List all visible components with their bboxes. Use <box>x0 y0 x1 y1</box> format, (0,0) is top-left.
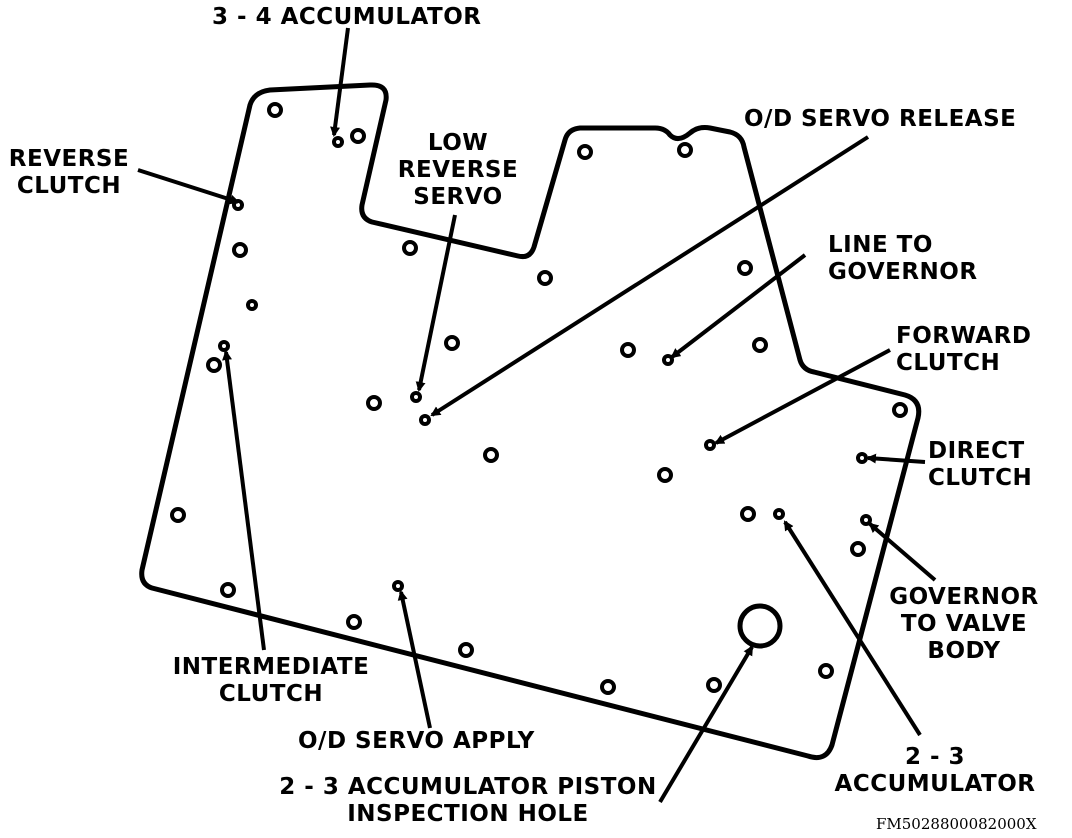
hole <box>206 357 222 373</box>
figure-code: FM5028800082000X <box>876 815 1037 833</box>
label-governor-to-valve-body: GOVERNOR TO VALVE BODY <box>878 584 1050 665</box>
label-line: CLUTCH <box>16 173 122 199</box>
label-accumulator-piston-inspection-hole: 2 - 3 ACCUMULATOR PISTON INSPECTION HOLE <box>262 774 674 828</box>
label-3-4-accumulator: 3 - 4 ACCUMULATOR <box>212 4 482 30</box>
label-line: REVERSE <box>397 157 519 183</box>
label-line-to-governor: LINE TO GOVERNOR <box>828 232 978 286</box>
hole <box>577 144 593 160</box>
label-line: 2 - 3 <box>904 744 966 770</box>
hole <box>657 467 673 483</box>
arrow-line-gov <box>670 253 807 359</box>
hole <box>444 335 460 351</box>
label-line: CLUTCH <box>218 681 324 707</box>
label-direct-clutch: DIRECT CLUTCH <box>928 438 1032 492</box>
arrow-direct <box>866 453 926 464</box>
label-line: 2 - 3 ACCUMULATOR PISTON <box>279 774 657 800</box>
hole <box>419 414 431 426</box>
plate-outline <box>139 82 922 761</box>
arrow-forward <box>714 348 891 445</box>
inspection-hole <box>737 603 783 649</box>
hole <box>220 582 236 598</box>
hole <box>537 270 553 286</box>
arrow-intermediate <box>222 350 266 651</box>
hole <box>350 128 366 144</box>
arrow-acc23 <box>783 520 922 737</box>
hole <box>346 614 362 630</box>
label-line: ACCUMULATOR <box>834 771 1036 797</box>
hole <box>267 102 283 118</box>
label-line: SERVO <box>413 184 503 210</box>
label-line: FORWARD <box>896 323 1032 349</box>
hole <box>892 402 908 418</box>
arrow-low-reverse <box>415 214 457 392</box>
hole <box>332 136 344 148</box>
hole <box>246 299 258 311</box>
hole <box>410 391 422 403</box>
label-line: TO VALVE <box>900 611 1028 637</box>
plate-holes <box>170 102 908 695</box>
label-2-3-accumulator: 2 - 3 ACCUMULATOR <box>824 744 1046 798</box>
hole <box>818 663 834 679</box>
hole <box>600 679 616 695</box>
hole <box>483 447 499 463</box>
label-line: REVERSE <box>8 146 130 172</box>
label-line: INTERMEDIATE <box>172 654 370 680</box>
label-od-servo-release: O/D SERVO RELEASE <box>744 106 1017 132</box>
label-forward-clutch: FORWARD CLUTCH <box>896 323 1031 377</box>
hole <box>402 240 418 256</box>
hole <box>677 142 693 158</box>
arrow-piston <box>658 645 754 804</box>
hole <box>704 439 716 451</box>
hole <box>860 514 872 526</box>
label-od-servo-apply: O/D SERVO APPLY <box>298 728 535 754</box>
label-line: DIRECT <box>928 438 1025 464</box>
hole <box>856 452 868 464</box>
leader-arrows <box>137 27 937 804</box>
label-low-reverse-servo: LOW REVERSE SERVO <box>388 130 528 211</box>
hole <box>218 340 230 352</box>
hole <box>773 508 785 520</box>
hole <box>752 337 768 353</box>
label-line: GOVERNOR <box>828 259 978 285</box>
hole <box>740 506 756 522</box>
hole <box>232 242 248 258</box>
hole <box>458 642 474 658</box>
label-line: CLUTCH <box>928 465 1033 491</box>
hole <box>620 342 636 358</box>
hole <box>170 507 186 523</box>
label-line: BODY <box>927 638 1001 664</box>
arrow-reverse-clutch <box>137 168 240 205</box>
arrow-acc34 <box>330 27 350 137</box>
label-line: GOVERNOR <box>889 584 1039 610</box>
hole <box>850 541 866 557</box>
hole <box>737 260 753 276</box>
arrow-gov-valve <box>868 522 937 582</box>
label-intermediate-clutch: INTERMEDIATE CLUTCH <box>160 654 382 708</box>
hole <box>662 354 674 366</box>
label-line: INSPECTION HOLE <box>347 801 589 827</box>
hole <box>366 395 382 411</box>
arrow-od-apply <box>397 590 432 729</box>
label-reverse-clutch: REVERSE CLUTCH <box>2 146 136 200</box>
hole <box>706 677 722 693</box>
arrow-od-release <box>430 135 870 417</box>
label-line: CLUTCH <box>896 350 1001 376</box>
hole <box>392 580 404 592</box>
label-line: LOW <box>427 130 489 156</box>
label-line: LINE TO <box>828 232 933 258</box>
